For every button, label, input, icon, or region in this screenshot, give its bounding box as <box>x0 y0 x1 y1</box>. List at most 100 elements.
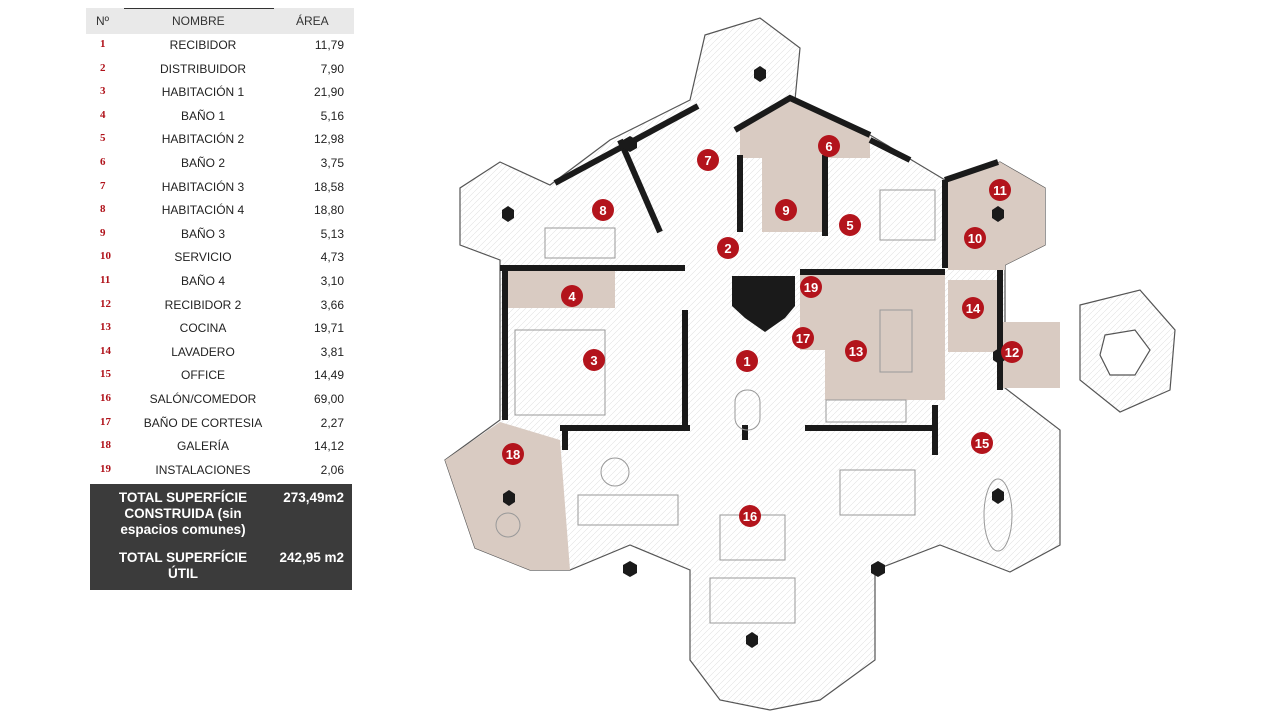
cell-num: 2 <box>100 61 106 74</box>
room-badge-4: 4 <box>561 285 583 307</box>
cell-num: 5 <box>100 132 106 145</box>
header-rule <box>124 8 274 9</box>
cell-area: 3,81 <box>320 344 344 359</box>
table-row: 19 INSTALACIONES 2,06 <box>86 459 354 483</box>
cell-area: 3,66 <box>320 297 344 312</box>
cell-name: GALERÍA <box>176 439 230 454</box>
badge-circle <box>989 179 1011 201</box>
columns <box>502 66 1005 648</box>
badge-number: 19 <box>804 280 818 295</box>
cell-num: 7 <box>100 179 106 192</box>
cell-name: OFFICE <box>181 368 225 383</box>
cell-name: COCINA <box>179 321 227 336</box>
badge-circle <box>561 285 583 307</box>
total-built-label-line: espacios comunes) <box>120 522 246 538</box>
cell-area: 7,90 <box>320 61 344 76</box>
room-badge-6: 6 <box>818 135 840 157</box>
badge-circle <box>739 505 761 527</box>
cell-num: 13 <box>100 321 111 334</box>
badge-circle <box>818 135 840 157</box>
badge-number: 6 <box>825 139 832 154</box>
cell-num: 11 <box>100 273 111 286</box>
badge-number: 16 <box>743 509 757 524</box>
badge-circle <box>1001 341 1023 363</box>
table-row: 13 COCINA 19,71 <box>86 317 354 341</box>
badge-number: 2 <box>724 241 731 256</box>
cell-name: BAÑO 3 <box>180 226 225 241</box>
room-badge-11: 11 <box>989 179 1011 201</box>
header-name: NOMBRE <box>172 14 225 28</box>
badge-number: 7 <box>704 153 711 168</box>
header-area: ÁREA <box>296 14 329 28</box>
room-badge-5: 5 <box>839 214 861 236</box>
room-badge-15: 15 <box>971 432 993 454</box>
badge-number: 8 <box>599 203 606 218</box>
cell-num: 14 <box>100 344 111 357</box>
cell-area: 14,12 <box>313 439 344 454</box>
badge-circle <box>502 443 524 465</box>
room-badge-10: 10 <box>964 227 986 249</box>
badge-number: 5 <box>846 218 853 233</box>
cell-area: 19,71 <box>313 321 344 336</box>
cell-num: 16 <box>100 391 111 404</box>
badge-number: 17 <box>796 331 810 346</box>
total-built-value: 273,49m2 <box>283 490 344 506</box>
room-badge-19: 19 <box>800 276 822 298</box>
cell-name: HABITACIÓN 4 <box>161 203 245 218</box>
table-header: Nº NOMBRE ÁREA <box>86 8 354 34</box>
badge-circle <box>839 214 861 236</box>
total-built-label: TOTAL SUPERFÍCIE CONSTRUIDA (sin espacio… <box>108 490 258 538</box>
cell-name: HABITACIÓN 1 <box>161 85 245 100</box>
badge-number: 12 <box>1005 345 1019 360</box>
cell-name: BAÑO 1 <box>180 108 225 123</box>
room-badge-13: 13 <box>845 340 867 362</box>
badge-circle <box>792 327 814 349</box>
cell-num: 4 <box>100 108 106 121</box>
wet-room-bath-3 <box>762 155 825 232</box>
badge-circle <box>717 237 739 259</box>
badge-number: 14 <box>966 301 981 316</box>
cell-num: 10 <box>100 250 111 263</box>
badge-number: 4 <box>568 289 576 304</box>
cell-num: 19 <box>100 462 111 475</box>
room-badge-17: 17 <box>792 327 814 349</box>
cell-num: 8 <box>100 203 106 216</box>
furniture <box>495 189 1013 624</box>
total-useful-label: TOTAL SUPERFÍCIE ÚTIL <box>108 550 258 582</box>
cell-area: 5,16 <box>320 108 344 123</box>
cell-num: 9 <box>100 226 106 239</box>
cell-area: 5,13 <box>320 226 344 241</box>
total-built-label-line: TOTAL SUPERFÍCIE <box>118 490 248 506</box>
badge-number: 9 <box>782 203 789 218</box>
cell-area: 14,49 <box>313 368 344 383</box>
room-badge-8: 8 <box>592 199 614 221</box>
wet-room-bath-1 <box>505 268 615 308</box>
cell-area: 3,10 <box>320 273 344 288</box>
cell-area: 12,98 <box>313 132 344 147</box>
room-badge-2: 2 <box>717 237 739 259</box>
total-useful-row: TOTAL SUPERFÍCIE ÚTIL 242,95 m2 <box>90 548 352 591</box>
badge-number: 3 <box>590 353 597 368</box>
badge-number: 13 <box>849 344 863 359</box>
badge-circle <box>592 199 614 221</box>
cell-name: RECIBIDOR <box>169 38 237 52</box>
badge-circle <box>964 227 986 249</box>
cell-num: 12 <box>100 297 111 310</box>
cell-name: INSTALACIONES <box>155 462 251 477</box>
cell-area: 11,79 <box>314 38 344 52</box>
cell-area: 2,06 <box>320 462 344 477</box>
table-row: 4 BAÑO 1 5,16 <box>86 105 354 129</box>
cell-name: DISTRIBUIDOR <box>159 61 246 76</box>
wet-room-kitchen <box>800 272 945 400</box>
cell-name: BAÑO DE CORTESIA <box>143 415 263 430</box>
badge-number: 10 <box>968 231 982 246</box>
